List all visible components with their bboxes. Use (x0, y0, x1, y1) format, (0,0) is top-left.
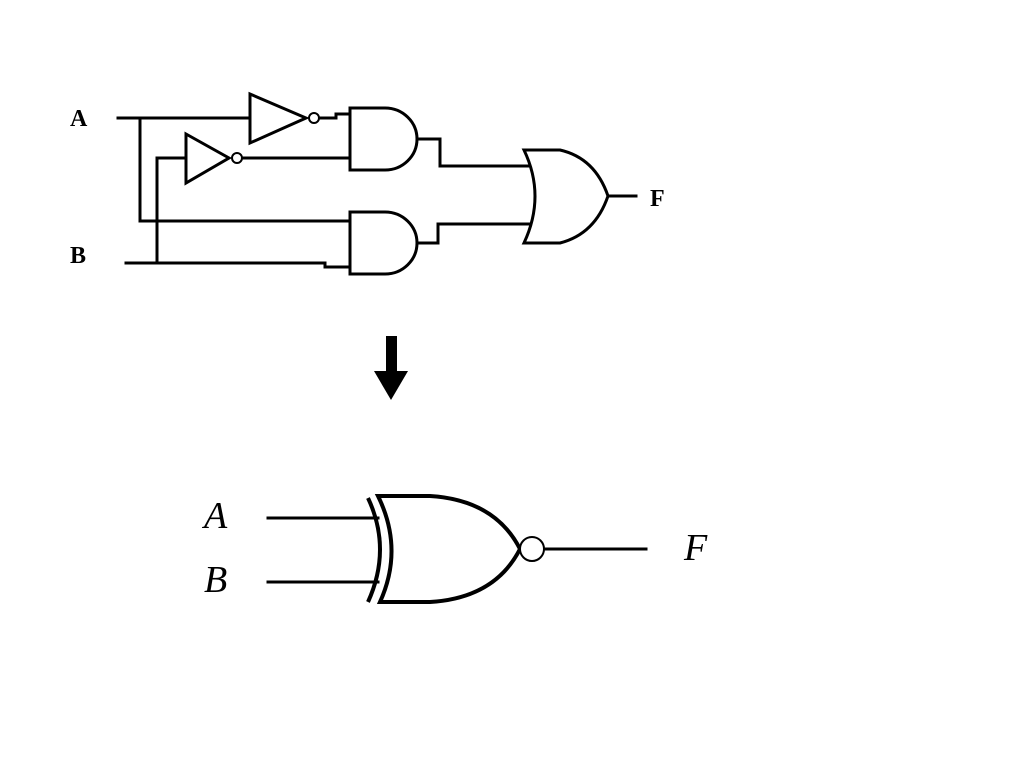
bottom-input-a-label: A (201, 495, 228, 537)
top-output-f-label: F (650, 186, 665, 212)
not-gate-1 (248, 91, 310, 146)
not-gate-2 (184, 131, 233, 186)
down-arrow-icon (374, 336, 408, 400)
xnor-circuit: A B F (201, 494, 708, 604)
top-wires (116, 112, 638, 269)
or-gate (521, 148, 610, 245)
two-level-circuit: A B F (70, 91, 665, 276)
bottom-input-b-label: B (204, 559, 227, 601)
xnor-gate-bubble-icon (519, 536, 545, 562)
bottom-output-f-label: F (683, 527, 708, 569)
not-gate-1-bubble-icon (308, 112, 320, 124)
and-gate-1 (348, 106, 419, 172)
top-input-a-label: A (70, 106, 88, 132)
and-gate-2 (348, 210, 419, 276)
xnor-gate (374, 494, 523, 604)
xnor-input-curve (366, 497, 382, 603)
not-gate-2-bubble-icon (231, 152, 243, 164)
top-input-b-label: B (70, 243, 86, 269)
